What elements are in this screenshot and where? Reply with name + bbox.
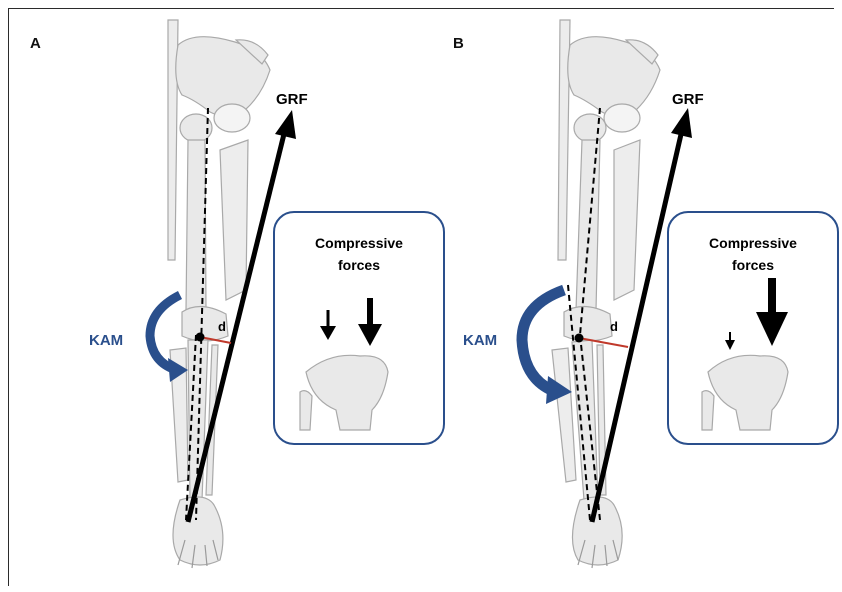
leg-skeleton-a: [168, 20, 270, 568]
lever-label-b: d: [610, 319, 618, 334]
knee-center-a: [196, 333, 205, 342]
panel-b: B GRF d KAM: [453, 20, 838, 568]
inset-title-line2-b: forces: [732, 257, 774, 273]
grf-label-b: GRF: [672, 91, 704, 108]
grf-arrow-head-b: [671, 108, 692, 138]
inset-title-line2-a: forces: [338, 257, 380, 273]
inset-title-line1-b: Compressive: [709, 235, 797, 251]
grf-arrow-head-a: [275, 110, 296, 139]
knee-center-b: [575, 334, 584, 343]
lever-label-a: d: [218, 319, 226, 334]
kam-label-a: KAM: [89, 332, 123, 349]
panel-a: A GRF: [30, 20, 444, 568]
inset-title-line1-a: Compressive: [315, 235, 403, 251]
panel-b-letter: B: [453, 35, 464, 52]
kam-label-b: KAM: [463, 332, 497, 349]
grf-label-a: GRF: [276, 91, 308, 108]
panel-a-letter: A: [30, 35, 41, 52]
